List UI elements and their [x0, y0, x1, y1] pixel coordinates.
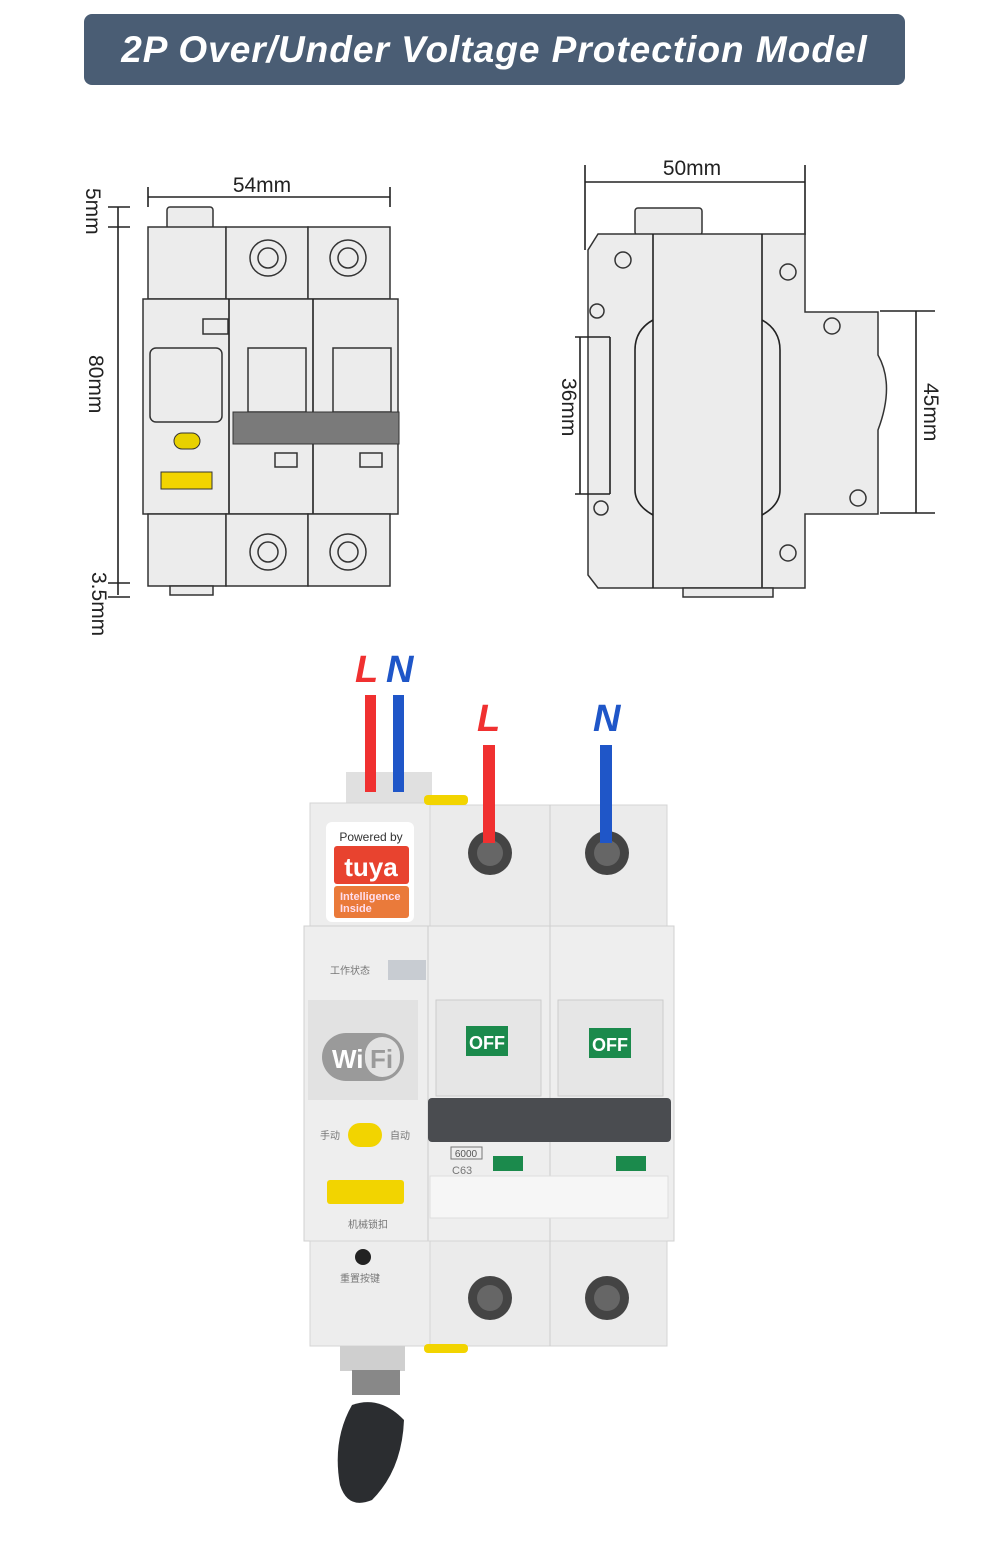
breaker-device	[303, 695, 675, 1503]
tuya-logo-text: tuya	[344, 852, 398, 882]
badge-tag2: Inside	[340, 903, 372, 915]
tuya-badge: Powered by tuya Intelligence Inside	[326, 822, 414, 922]
wifi-logo-right: Fi	[370, 1044, 393, 1074]
front-view-drawing: 54mm 5mm 80mm 3.5mm	[81, 174, 400, 636]
output-live-label: L	[477, 698, 500, 740]
switch1-state: OFF	[469, 1033, 505, 1053]
reset-button-label: 重置按键	[340, 1272, 380, 1285]
side-depth-label: 50mm	[663, 157, 721, 180]
side-view-drawing: 50mm 36mm 45mm	[557, 157, 942, 598]
bottom-offset-label: 3.5mm	[87, 572, 110, 636]
badge-powered-text: Powered by	[339, 830, 402, 844]
badge-tag1: Intelligence	[340, 891, 401, 903]
wiring-labels: L N L N	[355, 649, 622, 740]
wifi-logo-left: Wi	[332, 1044, 364, 1074]
front-width-label: 54mm	[233, 174, 291, 197]
manual-mode-label: 手动	[320, 1129, 340, 1142]
output-neutral-label: N	[593, 698, 622, 740]
page-title: 2P Over/Under Voltage Protection Model	[84, 14, 905, 85]
din-height-label: 36mm	[557, 378, 580, 436]
top-offset-label: 5mm	[81, 188, 104, 235]
input-live-label: L	[355, 649, 378, 691]
mechanical-lock-label: 机械锁扣	[348, 1218, 388, 1231]
input-neutral-label: N	[386, 649, 415, 691]
auto-mode-label: 自动	[390, 1129, 410, 1142]
switch2-state: OFF	[592, 1035, 628, 1055]
current-rating: C63	[452, 1165, 472, 1177]
status-label: 工作状态	[330, 964, 370, 977]
front-height-label-side: 45mm	[919, 383, 942, 441]
front-height-label: 80mm	[84, 355, 107, 413]
breaking-capacity: 6000	[455, 1149, 478, 1160]
